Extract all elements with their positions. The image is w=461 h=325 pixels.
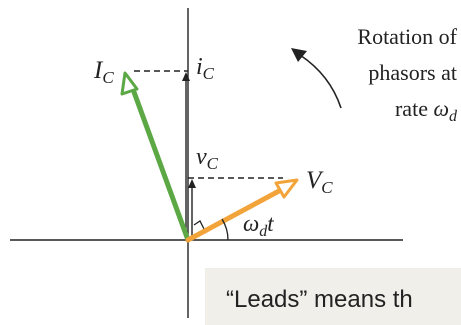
caption-text: “Leads” means th <box>226 286 413 313</box>
current-phasor-head <box>120 71 139 96</box>
current-phasor-shaft <box>131 89 191 243</box>
rotation-arrow <box>299 54 342 109</box>
current-projection-label: iC <box>196 54 215 83</box>
rotation-note-line2: phasors at <box>368 60 457 85</box>
voltage-phasor-shaft <box>185 188 282 243</box>
caption-box <box>205 268 461 325</box>
rotation-note-line3: rate ωd <box>395 96 458 125</box>
angle-label: ωdt <box>243 211 274 240</box>
voltage-phasor-head <box>274 178 299 199</box>
voltage-phasor-label: VC <box>306 167 333 197</box>
voltage-projection-label: vC <box>196 144 219 173</box>
current-phasor-label: IC <box>93 57 114 87</box>
rotation-arrow-head <box>291 48 307 62</box>
angle-arc <box>221 218 229 241</box>
rotation-note-line1: Rotation of <box>357 24 457 49</box>
